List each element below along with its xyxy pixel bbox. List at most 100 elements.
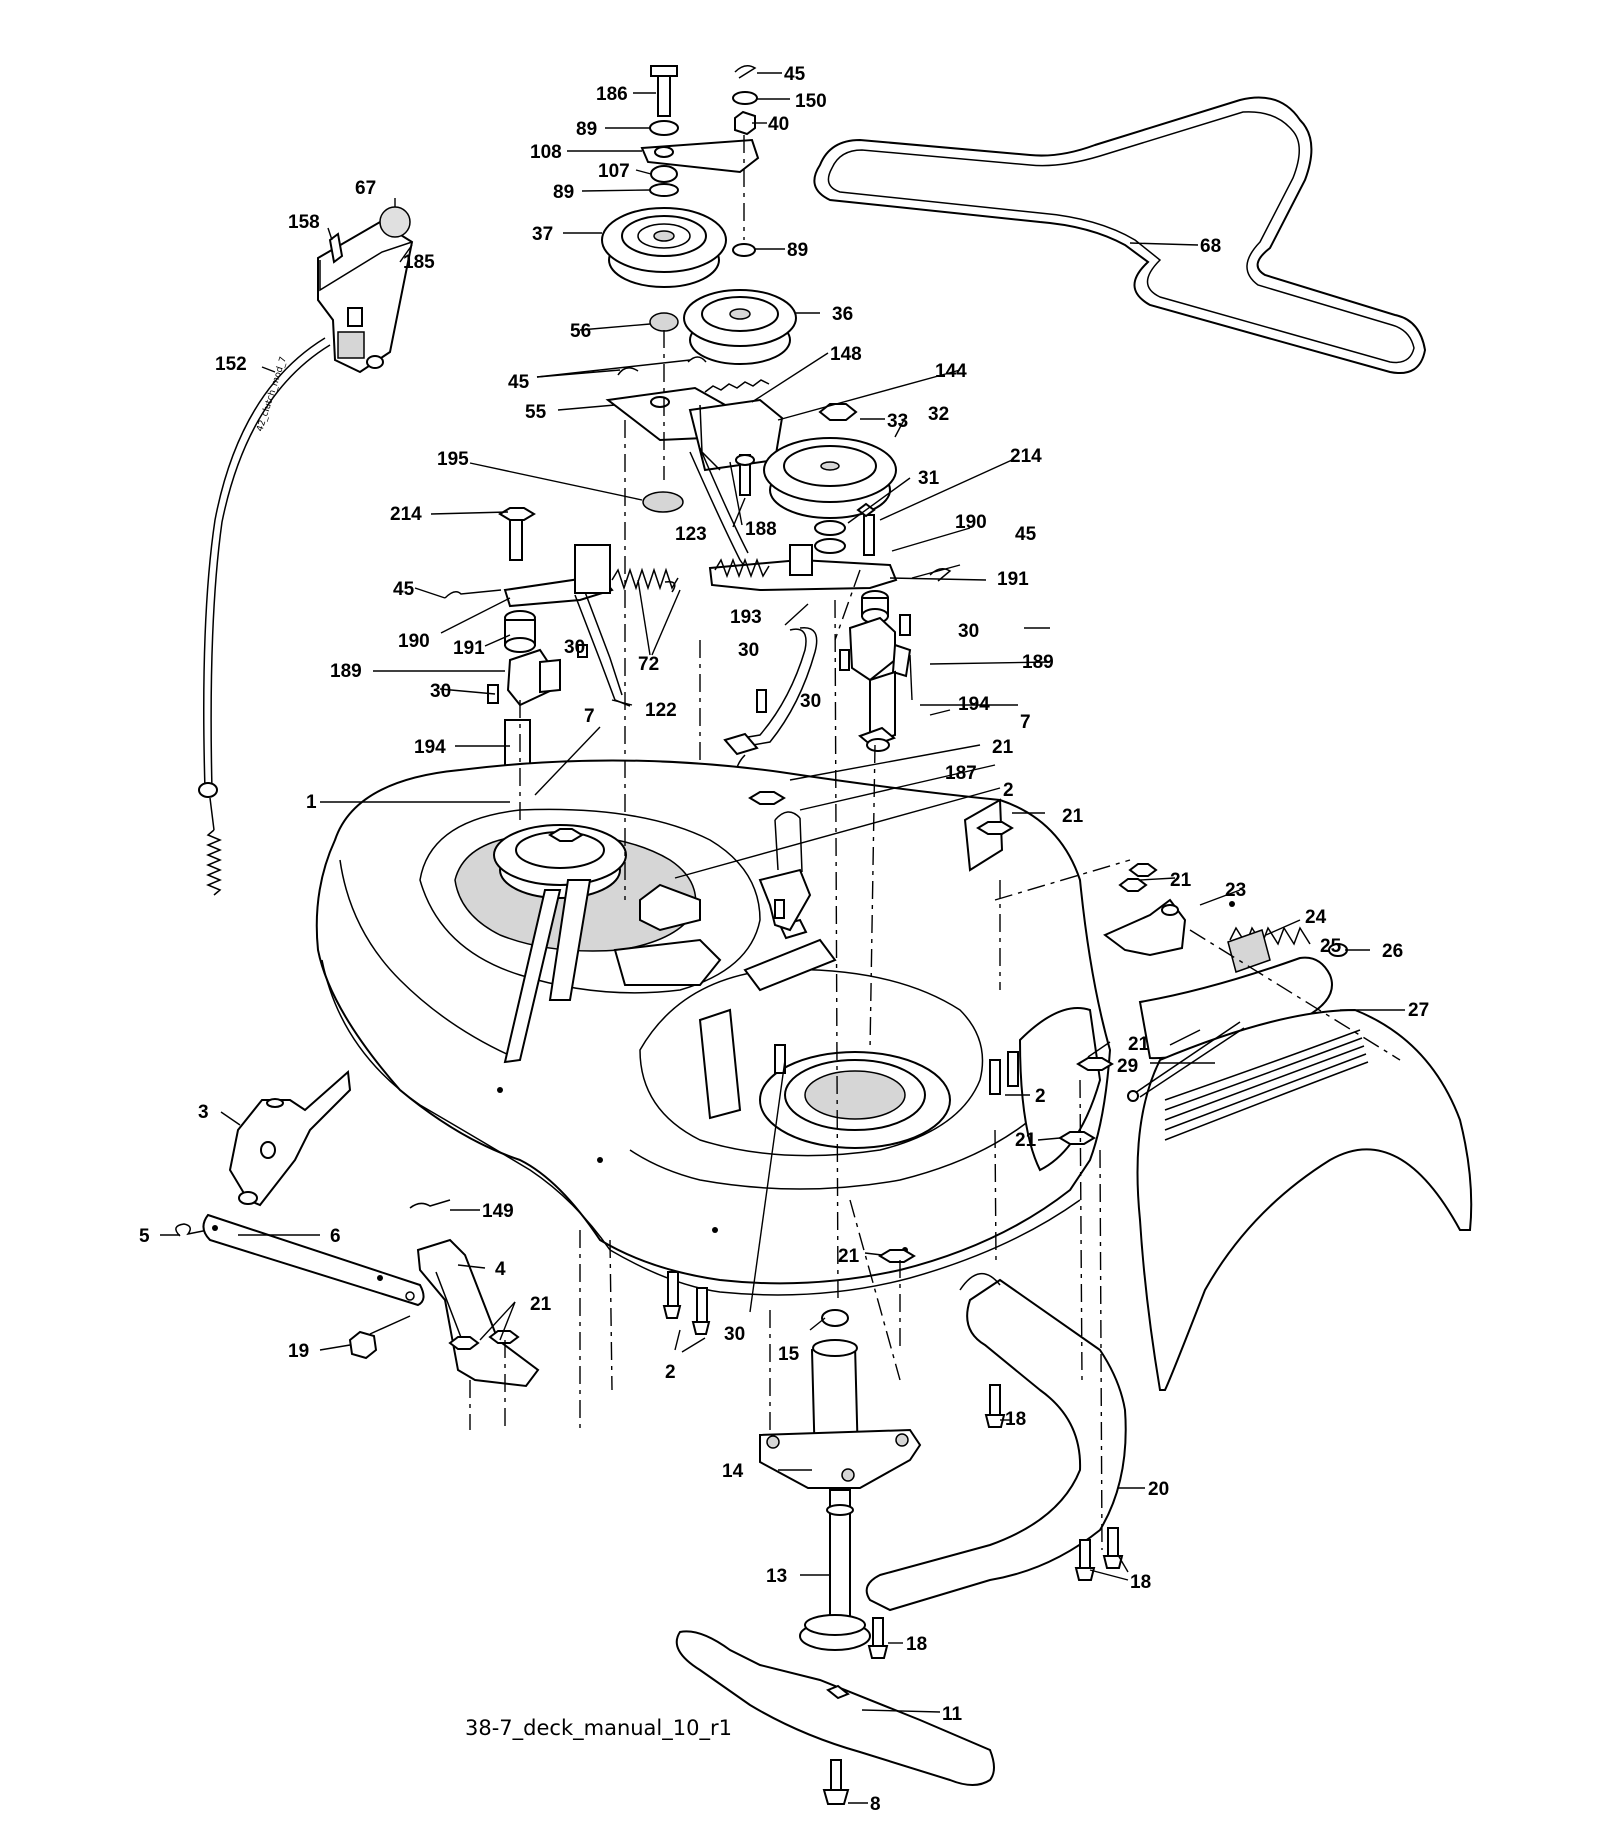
callout-11: 11 (942, 1704, 963, 1725)
callout-188: 188 (745, 519, 777, 540)
callout-191a: 191 (997, 569, 1029, 590)
callout-25: 25 (1320, 936, 1342, 957)
callout-1: 1 (306, 792, 317, 813)
callout-89c: 89 (787, 240, 808, 261)
callout-36: 36 (832, 304, 853, 325)
callout-21e: 21 (1015, 1130, 1037, 1151)
callout-40: 40 (768, 114, 789, 135)
mower-deck (315, 759, 1112, 1296)
callout-14: 14 (722, 1461, 744, 1482)
callout-30c: 30 (738, 640, 759, 661)
discharge-chute-assembly (1103, 863, 1473, 1391)
front-hanger-assembly (175, 1069, 540, 1388)
callout-186: 186 (596, 84, 628, 105)
callout-191b: 191 (453, 638, 485, 659)
diagram-caption: 38-7_deck_manual_10_r1 (465, 1716, 732, 1741)
idler-arm-assembly (605, 356, 811, 580)
callout-108: 108 (530, 142, 562, 163)
callout-148: 148 (830, 344, 862, 365)
callout-3: 3 (198, 1102, 209, 1123)
upper-idler-stack (601, 65, 760, 332)
callout-89a: 89 (576, 119, 597, 140)
callout-194b: 194 (414, 737, 446, 758)
callout-107: 107 (598, 161, 630, 182)
callout-7b: 7 (584, 706, 595, 727)
callout-13: 13 (766, 1566, 787, 1587)
baffle-20 (865, 1273, 1127, 1612)
callout-150: 150 (795, 91, 827, 112)
rod-193 (723, 626, 818, 791)
callout-labels: 186 89 108 107 89 37 56 45 150 40 89 36 … (139, 64, 1429, 1815)
callout-21b: 21 (1062, 806, 1084, 827)
callout-158: 158 (288, 212, 320, 233)
callout-18b: 18 (1130, 1572, 1151, 1593)
callout-189a: 189 (330, 661, 362, 682)
callout-26: 26 (1382, 941, 1403, 962)
callout-194a: 194 (958, 694, 990, 715)
spindle-assembly (675, 1309, 995, 1805)
clutch-cable-assembly: 42_clutch_mod_7 (198, 206, 414, 896)
callout-123: 123 (675, 524, 707, 545)
callout-190a: 190 (955, 512, 987, 533)
callout-21a: 21 (992, 737, 1014, 758)
pin-washer-nut-stack (732, 65, 758, 257)
callout-15: 15 (778, 1344, 800, 1365)
callout-45c: 45 (1015, 524, 1037, 545)
callout-18a: 18 (1005, 1409, 1026, 1430)
callout-195: 195 (437, 449, 469, 470)
right-lift-link (708, 502, 952, 752)
callout-144: 144 (935, 361, 967, 382)
alignment-lines (469, 135, 1401, 1551)
callout-23: 23 (1225, 880, 1246, 901)
ball-67 (379, 206, 411, 238)
callout-32: 32 (928, 404, 949, 425)
callout-27: 27 (1408, 1000, 1429, 1021)
callout-30e: 30 (800, 691, 821, 712)
callout-72: 72 (638, 654, 659, 675)
callout-193: 193 (730, 607, 762, 628)
callout-67: 67 (355, 178, 376, 199)
callout-45a: 45 (784, 64, 806, 85)
callout-45d: 45 (393, 579, 415, 600)
callout-190b: 190 (398, 631, 430, 652)
callout-30f: 30 (724, 1324, 745, 1345)
deck-hardware (748, 791, 1114, 1263)
callout-8: 8 (870, 1794, 881, 1815)
callout-189b: 189 (1022, 652, 1054, 673)
callout-149: 149 (482, 1201, 514, 1222)
callout-89b: 89 (553, 182, 574, 203)
callout-30b: 30 (958, 621, 979, 642)
callout-2b: 2 (1035, 1086, 1046, 1107)
callout-68: 68 (1200, 236, 1221, 257)
pulley-32 (763, 403, 897, 554)
callout-214a: 214 (1010, 446, 1042, 467)
callout-122: 122 (645, 700, 677, 721)
callout-29: 29 (1117, 1056, 1138, 1077)
callout-6: 6 (330, 1226, 341, 1247)
callout-20: 20 (1148, 1479, 1169, 1500)
callout-19: 19 (288, 1341, 309, 1362)
callout-21f: 21 (838, 1246, 860, 1267)
callout-18c: 18 (906, 1634, 927, 1655)
bolts-under-deck (662, 1271, 711, 1335)
callout-37: 37 (532, 224, 553, 245)
callout-214b: 214 (390, 504, 422, 525)
leader-lines (160, 72, 1405, 1804)
pulley-36 (683, 289, 797, 365)
callout-152: 152 (215, 354, 247, 375)
callout-21c: 21 (1170, 870, 1192, 891)
callout-187: 187 (945, 763, 977, 784)
callout-24: 24 (1305, 907, 1327, 928)
callout-45b: 45 (508, 372, 530, 393)
callout-4: 4 (495, 1259, 506, 1280)
callout-7a: 7 (1020, 712, 1031, 733)
callout-5: 5 (139, 1226, 150, 1247)
callout-30d: 30 (430, 681, 451, 702)
cable-marking: 42_clutch_mod_7 (255, 356, 289, 433)
callout-55: 55 (525, 402, 547, 423)
callout-30a: 30 (564, 637, 585, 658)
callout-21d: 21 (1128, 1034, 1150, 1055)
washer-195 (642, 491, 684, 513)
callout-21g: 21 (530, 1294, 552, 1315)
